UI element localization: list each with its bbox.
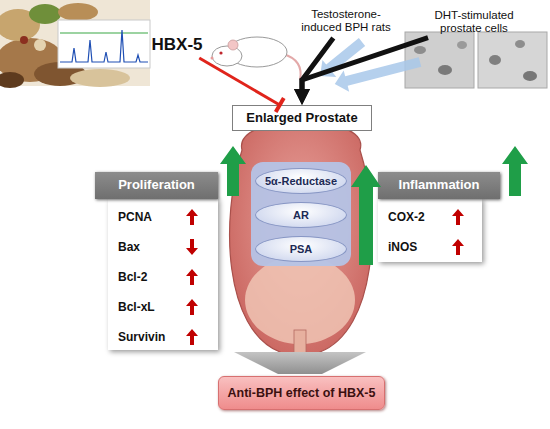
- node-text: Inflammation: [399, 178, 480, 193]
- condition-box: Enlarged Prostate: [232, 105, 372, 131]
- node-text: 5α-Reductase: [265, 175, 337, 188]
- chromatogram: [58, 20, 150, 68]
- target-oval: 5α-Reductase: [255, 168, 347, 194]
- cell-micrograph: [515, 40, 525, 48]
- marker-list: PCNABaxBcl-2Bcl-xLSurvivin: [108, 198, 218, 350]
- rat-picture: [211, 37, 301, 80]
- prostate-illustration: [230, 122, 372, 371]
- marker-list: COX-2iNOS: [378, 198, 482, 262]
- node-text: COX-2: [388, 202, 425, 232]
- rat-picture: [283, 54, 301, 80]
- increase-arrow: [351, 165, 381, 265]
- rat-picture: [219, 51, 222, 54]
- node-text: Bcl-2: [118, 262, 147, 292]
- node-text: Bax: [118, 232, 140, 262]
- node-text: AR: [293, 209, 309, 222]
- model-caption: DHT-stimulated prostate cells: [428, 6, 520, 38]
- chromatogram: [60, 30, 148, 62]
- extract-label: HBX-5: [148, 32, 206, 58]
- herb-picture: [20, 36, 28, 44]
- herb-picture: [0, 72, 24, 88]
- result-chevron: [234, 352, 366, 374]
- prostate-illustration: [251, 162, 351, 266]
- result-chevron: [234, 352, 366, 374]
- herb-picture: [0, 0, 150, 86]
- herb-picture: [70, 69, 130, 87]
- increase-arrow: [220, 146, 528, 265]
- cell-micrograph: [438, 65, 452, 75]
- node-text: Anti-BPH effect of HBX-5: [228, 386, 376, 400]
- result-box: Anti-BPH effect of HBX-5: [218, 376, 385, 410]
- induction-connector: [302, 38, 333, 91]
- target-oval: AR: [255, 202, 347, 228]
- node-text: PCNA: [118, 202, 152, 232]
- herb-picture: [0, 0, 150, 88]
- herb-picture: [0, 38, 64, 82]
- cell-micrograph: [405, 32, 547, 88]
- node-text: Testosterone-induced BPH rats: [292, 8, 400, 34]
- herb-picture: [34, 39, 46, 51]
- rat-picture: [228, 40, 238, 50]
- cell-micrograph: [489, 55, 501, 65]
- rat-picture: [227, 37, 287, 67]
- stimulus-arrow: [313, 33, 423, 94]
- node-text: Bcl-xL: [118, 292, 155, 322]
- node-text: Survivin: [118, 322, 165, 352]
- cell-micrograph: [405, 32, 474, 88]
- prostate-illustration: [294, 330, 306, 370]
- prostate-illustration: [230, 122, 372, 371]
- herb-picture: [34, 62, 86, 86]
- rat-picture: [211, 57, 214, 60]
- category-header: Inflammation: [378, 172, 500, 199]
- increase-arrow: [502, 146, 528, 196]
- node-text: Enlarged Prostate: [246, 111, 357, 126]
- node-text: DHT-stimulated prostate cells: [428, 9, 520, 35]
- herb-picture: [0, 9, 40, 41]
- node-text: iNOS: [388, 232, 417, 262]
- induction-connector: [302, 38, 428, 91]
- chromatogram: [58, 20, 150, 68]
- node-text: Proliferation: [118, 178, 195, 193]
- herb-picture: [29, 4, 61, 24]
- stimulus-arrow: [332, 51, 423, 94]
- rat-picture: [212, 46, 242, 66]
- node-text: HBX-5: [151, 35, 202, 55]
- category-header: Proliferation: [95, 172, 218, 199]
- cell-micrograph: [478, 32, 547, 88]
- cell-micrograph: [414, 46, 426, 54]
- target-oval: PSA: [255, 236, 347, 262]
- prostate-illustration: [245, 256, 355, 344]
- chromatogram: [60, 32, 148, 33]
- herb-picture: [58, 3, 98, 21]
- inhibition-connector: [199, 58, 279, 105]
- node-text: PSA: [290, 243, 313, 256]
- increase-arrow: [220, 146, 246, 196]
- cell-micrograph: [523, 71, 537, 81]
- model-caption: Testosterone-induced BPH rats: [292, 4, 400, 38]
- stimulus-arrow: [313, 33, 369, 84]
- cell-micrograph: [457, 41, 467, 49]
